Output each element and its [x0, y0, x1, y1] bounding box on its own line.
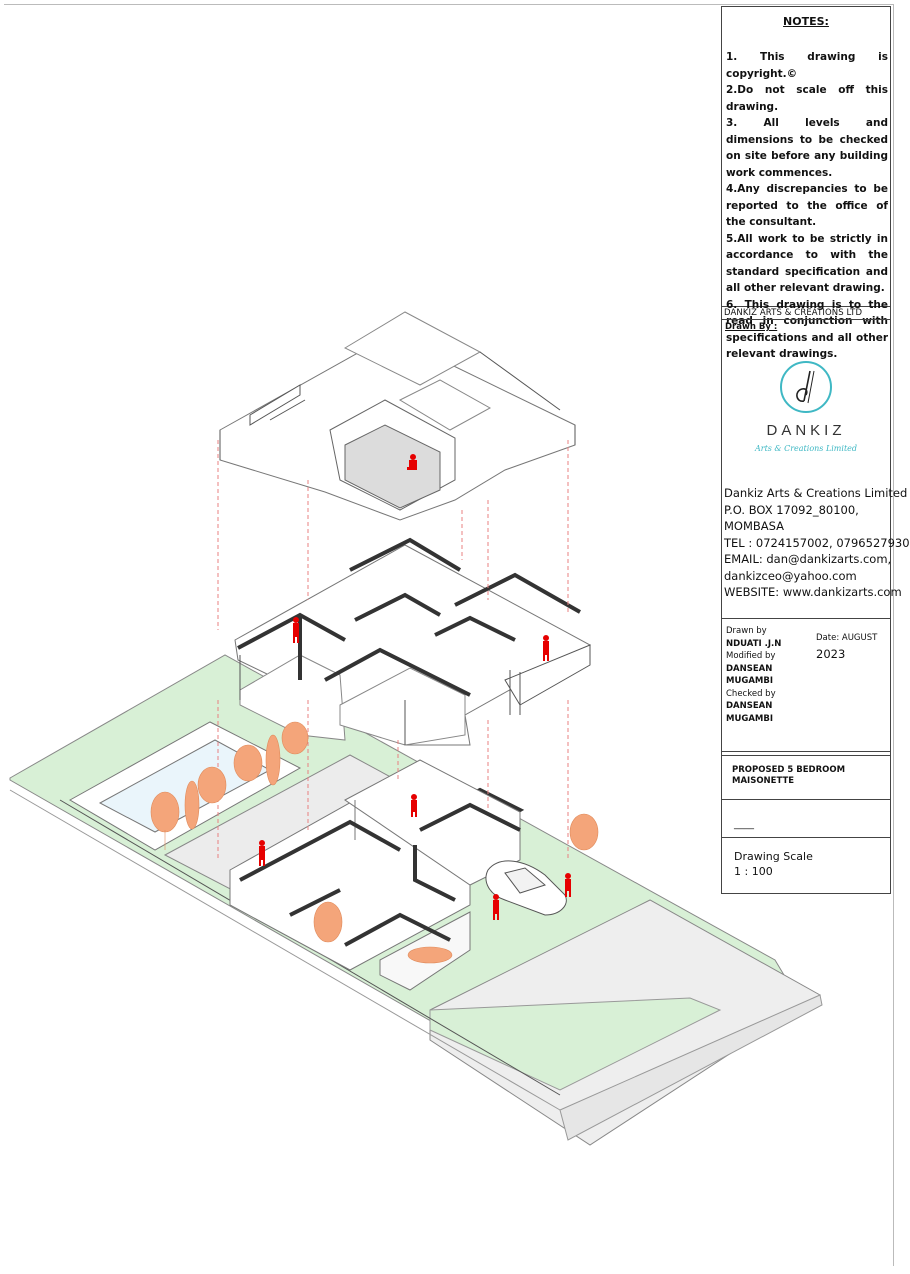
divider — [722, 755, 890, 756]
credits: Drawn by NDUATI .J.N Modified by DANSEAN… — [726, 625, 781, 725]
sheet-number: ____ — [734, 819, 754, 830]
divider — [722, 799, 890, 800]
first-floor-plan — [234, 537, 592, 746]
contact-tel: TEL : 0724157002, 0796527930 — [724, 535, 910, 550]
roof-level — [219, 311, 576, 521]
drawing-scale-value: 1 : 100 — [734, 865, 773, 878]
note-item: 5.All work to be strictly in accordance … — [726, 232, 888, 295]
contact-email-2: dankizceo@yahoo.com — [724, 568, 857, 583]
ground-floor-walls — [239, 802, 521, 947]
car — [485, 860, 567, 916]
contact-city: MOMBASA — [724, 519, 785, 533]
notes-list: 1. This drawing is copyright.© 2.Do not … — [726, 49, 888, 363]
contact-po-box: P.O. BOX 17092_80100, — [724, 502, 859, 517]
sheet-border — [4, 4, 894, 1266]
human-figures — [259, 454, 571, 920]
checked-by-value: DANSEAN — [726, 701, 773, 711]
divider — [722, 837, 890, 838]
divider — [722, 319, 890, 320]
checked-by-label: Checked by — [726, 688, 776, 699]
contact-email: EMAIL: dan@dankizarts.com, — [724, 552, 892, 566]
logo-tagline: Arts & Creations Limited — [754, 444, 857, 453]
note-item: 1. This drawing is copyright.© — [726, 51, 888, 80]
date-year: 2023 — [816, 647, 846, 661]
drawing-scale-label: Drawing Scale — [734, 850, 813, 863]
modified-by-value: DANSEAN — [726, 663, 773, 674]
contact-company: Dankiz Arts & Creations Limited — [724, 486, 908, 500]
modified-by-label: Modified by — [726, 651, 776, 661]
note-item: 3. All levels and dimensions to be check… — [726, 117, 888, 179]
date-block: Date: AUGUST 2023 — [816, 633, 877, 661]
drawn-by-label: Drawn by — [726, 626, 767, 636]
divider — [722, 618, 890, 619]
checked-by-value: MUGAMBI — [726, 713, 774, 724]
drawn-by-value: NDUATI .J.N — [726, 638, 782, 649]
contact-details: Dankiz Arts & Creations Limited P.O. BOX… — [724, 485, 910, 601]
divider — [722, 751, 890, 752]
planter-strip — [429, 997, 722, 1091]
drawn-by-heading: Drawn By : — [725, 322, 778, 332]
note-item: 4.Any discrepancies to be reported to th… — [726, 183, 888, 228]
contact-website: WEBSITE: www.dankizarts.com — [724, 585, 902, 599]
road-paving — [559, 994, 823, 1141]
trees — [150, 721, 599, 964]
notes-title: NOTES: — [783, 15, 829, 28]
notes-section: NOTES: 1. This drawing is copyright.© 2.… — [722, 7, 890, 360]
note-item: 6. This drawing is to the read in conjun… — [726, 298, 888, 361]
company-line: DANKIZ ARTS & CREATIONS LTD — [724, 308, 863, 318]
dankiz-logo: DANKIZ Arts & Creations Limited — [754, 361, 857, 453]
note-item: 2.Do not scale off this drawing. — [726, 84, 888, 113]
project-title: PROPOSED 5 BEDROOM MAISONETTE — [732, 765, 846, 786]
title-block: NOTES: 1. This drawing is copyright.© 2.… — [721, 6, 910, 894]
date-label: Date: AUGUST — [816, 633, 878, 643]
drawing-scale: Drawing Scale 1 : 100 — [734, 849, 813, 879]
modified-by-value: MUGAMBI — [726, 676, 774, 686]
logo-wordmark: DANKIZ — [766, 422, 845, 439]
